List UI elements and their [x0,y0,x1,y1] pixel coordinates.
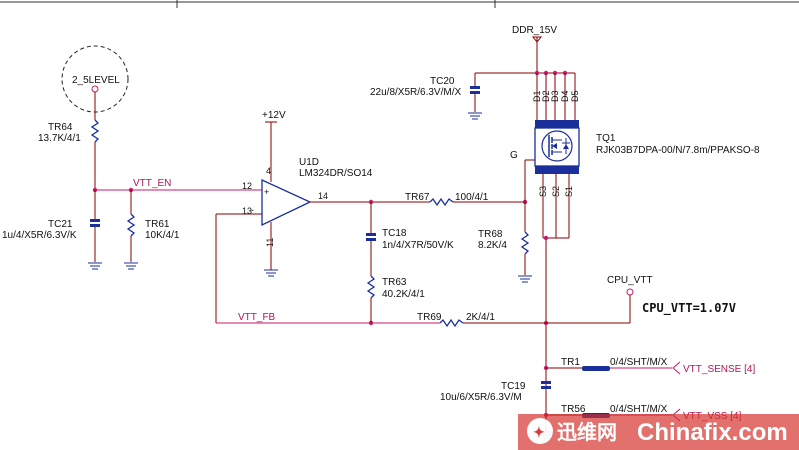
tr69-resistor [439,318,464,328]
tr68-ref: TR68 [478,229,503,240]
tq1-pin-d2: D2 [541,90,551,102]
tq1-pin-s2: S2 [551,186,561,197]
svg-text:✦: ✦ [533,424,545,440]
tr67-resistor [429,197,454,207]
u1d-pin-13: 13 [242,206,252,216]
tr69-value: 2K/4/1 [466,312,495,323]
vtt-en-net-label: VTT_EN [133,178,171,189]
tr56-ref: TR56 [561,404,586,415]
ground-symbol [124,262,138,270]
tr64-ref: TR64 [48,122,73,133]
tr1-value: 0/4/SHT/M/X [610,357,668,368]
vtt-fb-net-label: VTT_FB [238,312,276,323]
ground-symbol [88,262,102,270]
tq1-value: RJK03B7DPA-00/N/7.8m/PPAKSO-8 [596,145,760,156]
u1d-pin-11: 11 [265,238,275,247]
tr1-short-jumper [582,366,610,371]
chinafix-watermark: ✦ 迅维网 Chinafix.com [518,414,799,450]
tr63-value: 40.2K/4/1 [382,289,425,300]
tc20-capacitor-plate [470,86,480,89]
tc21-ref: TC21 [48,219,73,230]
v12-net-label: +12V [262,110,286,121]
ground-symbol [264,269,278,277]
tr1-ref: TR1 [561,357,580,368]
tc18-ref: TC18 [382,228,407,239]
tc21-value: 1u/4/X5R/6.3V/K [2,230,77,241]
watermark-en: Chinafix.com [637,419,788,446]
tr61-resistor [126,213,136,237]
ddr15v-arrow [531,36,543,43]
tc19-capacitor-plate [541,386,551,389]
cpu-vtt-value: CPU_VTT=1.07V [642,301,736,316]
u1d-pin-14: 14 [318,191,328,201]
tr63-ref: TR63 [382,277,407,288]
tr56-value: 0/4/SHT/M/X [610,404,668,415]
tq1-pin-d5: D5 [570,90,580,102]
tr68-value: 8.2K/4 [478,240,507,251]
tq1-gate-pin: G [510,150,518,161]
level-pin [91,85,99,93]
ground-symbol [468,112,482,120]
tq1-pin-d3: D3 [550,90,560,102]
tc18-capacitor-plate [366,238,376,241]
tr61-value: 10K/4/1 [145,230,180,241]
tc20-value: 22u/8/X5R/6.3V/M/X [370,87,461,98]
cpu-vtt-pin [626,288,634,296]
tq1-pin-s3: S3 [538,186,548,197]
tr61-ref: TR61 [145,219,170,230]
tc21-capacitor-plate [90,224,100,227]
tq1-ref: TQ1 [596,133,616,144]
tc18-value: 1n/4/X7R/50V/K [382,240,454,251]
vtt-sense-port-arrow [672,361,681,375]
tr64-resistor [90,119,100,143]
tc21-capacitor-plate [90,219,100,222]
level-net-label: 2_5LEVEL [72,75,120,86]
u1d-pin-12: 12 [242,181,252,191]
u1d-ref: U1D [299,157,319,168]
cpu-vtt-net-label: CPU_VTT [607,275,653,286]
tr63-resistor [366,275,376,299]
tc19-capacitor-plate [541,381,551,384]
u1d-opamp [261,178,312,227]
opamp-plus-sign: + [264,187,269,197]
tc19-value: 10u/6/X5R/6.3V/M [440,392,522,403]
tc19-ref: TC19 [501,381,526,392]
vtt-sense-net-label: VTT_SENSE [4] [683,364,755,375]
tq1-pin-d4: D4 [560,90,570,102]
tr64-value: 13.7K/4/1 [38,133,81,144]
ground-symbol [518,275,532,283]
tr67-ref: TR67 [405,192,430,203]
u1d-value: LM324DR/SO14 [299,168,373,179]
tc18-capacitor-plate [366,233,376,236]
tc20-capacitor-plate [470,91,480,94]
tr68-resistor [520,231,530,255]
tq1-pin-s1: S1 [564,186,574,197]
tr69-ref: TR69 [417,312,442,323]
junction [543,235,549,241]
tc20-ref: TC20 [430,76,455,87]
watermark-cn: 迅维网 [557,420,617,444]
opamp-minus-sign: - [251,205,254,215]
tq1-pin-d1: D1 [532,90,542,102]
ddr15v-net-label: DDR_15V [512,25,557,36]
tr67-value: 100/4/1 [455,192,489,203]
u1d-pin-4: 4 [266,166,271,176]
